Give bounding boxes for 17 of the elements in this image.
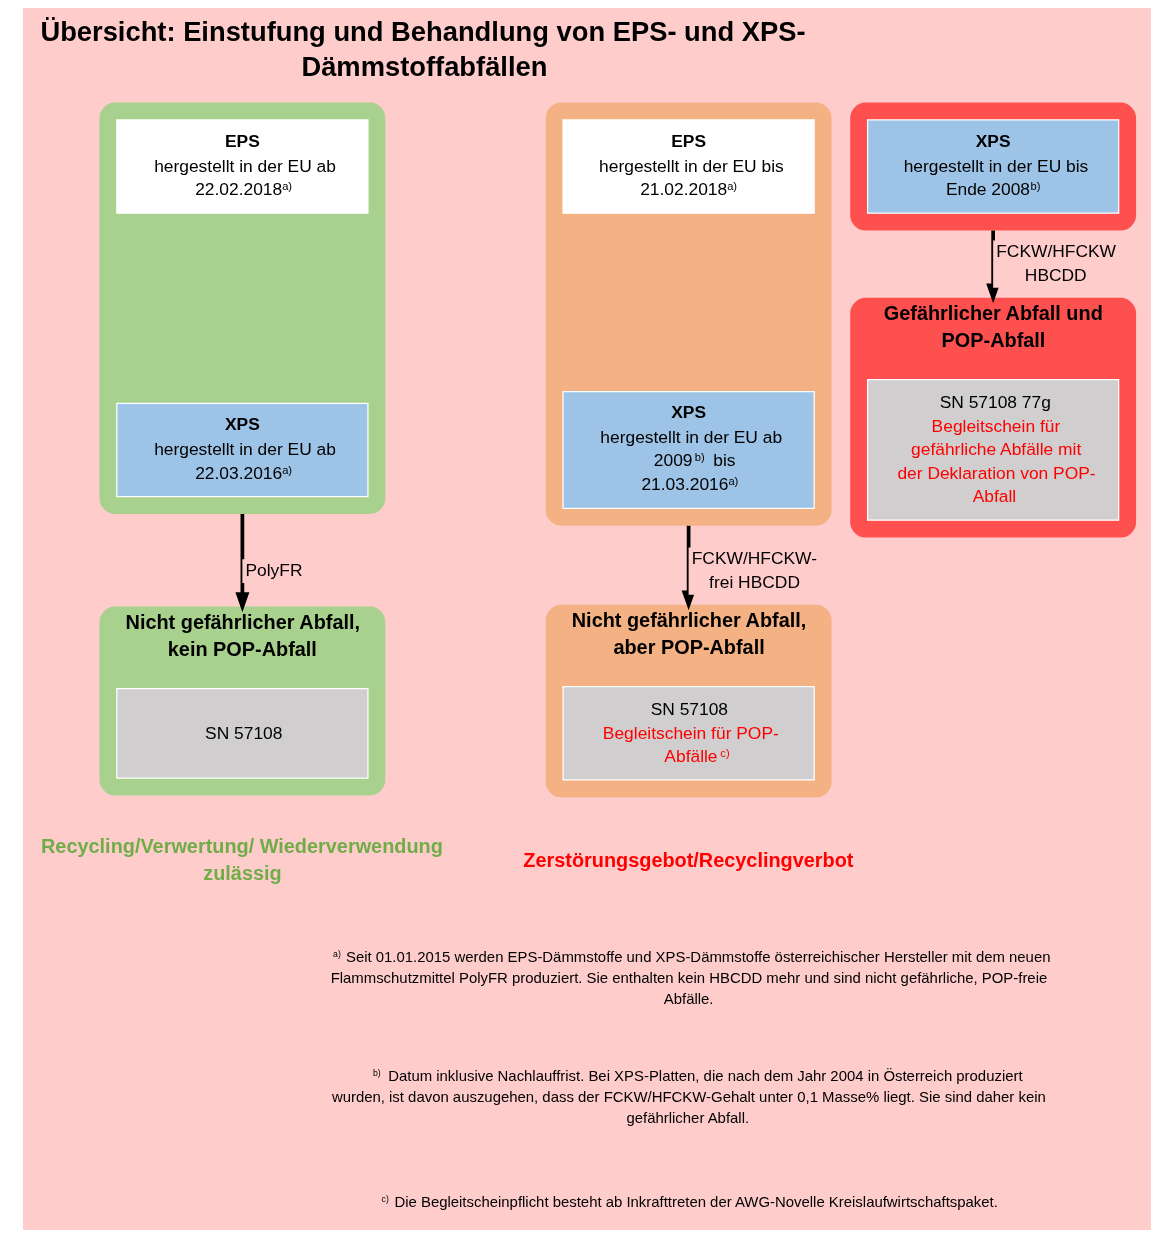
edge-label: PolyFR xyxy=(245,560,303,581)
cluster xyxy=(850,102,1137,231)
node-box: SN 57108 xyxy=(116,688,369,779)
label: Recycling/Verwertung/ Wiederverwendung zulässig xyxy=(41,835,443,885)
cluster xyxy=(99,102,386,514)
edge-label: FCKW/HFCKW-frei HBCDD xyxy=(691,547,817,592)
edge-label: FCKW/HFCKW HBCDD xyxy=(996,240,1117,285)
arrow xyxy=(235,513,250,613)
label: Zerstörungsgebot/Recyclingverbot xyxy=(523,848,854,871)
node-box: SN 57108 77g Begleitschein für gefährliche Abfälle mit der Deklaration von POP-Abfall xyxy=(867,379,1120,521)
diagram-title: Übersicht: Einstufung und Behandlung von EPS- und XPS-Dämmstoffabfällen xyxy=(40,16,806,82)
label: a) Seit 01.01.2015 werden EPS-Dämmstoffe und XPS-Dämmstoffe österreichischer Hersteller mit dem neuen Flammschutzmittel PolyFR produziert. Sie enthalten kein HBCDD mehr und sind nicht gefährliche, POP-freie Abfälle. xyxy=(330,948,1051,1007)
cluster xyxy=(545,102,832,526)
label: b) Datum inklusive Nachlauffrist. Bei XPS-Platten, die nach dem Jahr 2004 in Österreich produziert wurden, ist davon auszugehen, dass der FCKW/HFCKW-Gehalt unter 0,1 Masse% liegt. Sie sind daher kein gefährlicher Abfall. xyxy=(331,1067,1046,1127)
arrow xyxy=(986,230,1001,304)
arrow xyxy=(681,525,696,611)
label: c) Die Begleitscheinpflicht besteht ab Inkrafttreten der AWG-Novelle Kreislaufwirtschaftspaket. xyxy=(381,1194,998,1211)
